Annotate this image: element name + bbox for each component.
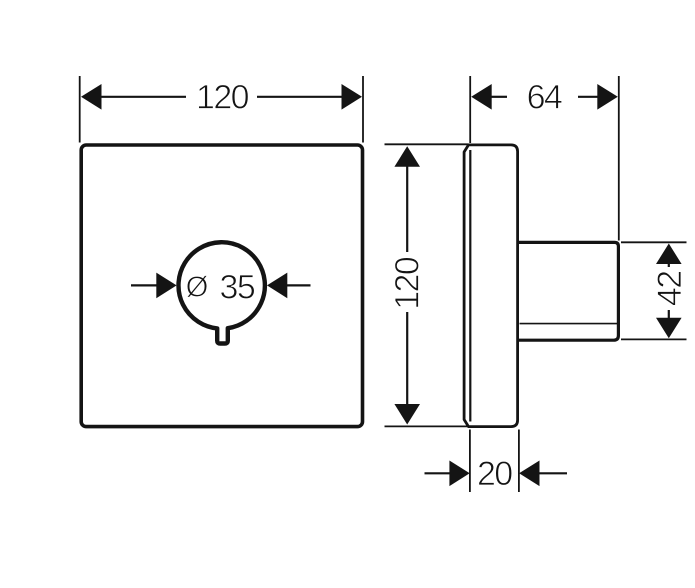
svg-text:120: 120 [389, 257, 427, 310]
svg-text:42: 42 [651, 271, 689, 306]
svg-text:64: 64 [527, 79, 562, 117]
svg-text:120: 120 [196, 79, 249, 117]
svg-text:20: 20 [477, 455, 512, 493]
svg-text:35: 35 [220, 268, 255, 306]
svg-text:Ø: Ø [186, 272, 209, 304]
